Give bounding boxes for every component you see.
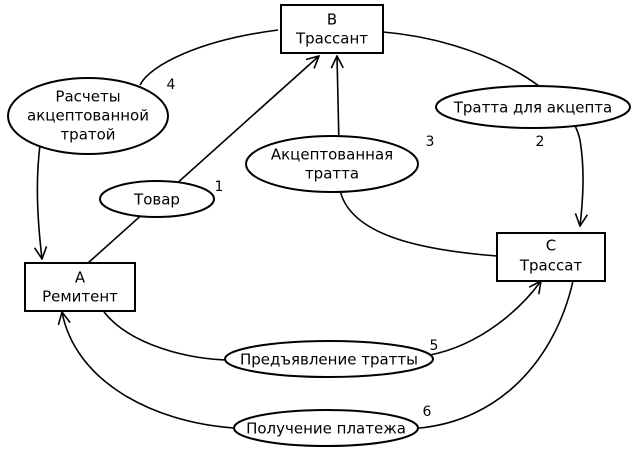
label-text-line-2: тратта (305, 165, 359, 183)
label-poluchenie: Получение платежа 6 (233, 404, 432, 447)
node-letter: B (327, 11, 337, 29)
label-oval (7, 77, 169, 155)
node-letter: A (75, 269, 86, 287)
label-text: Предъявление тратты (240, 351, 418, 369)
step-number: 6 (423, 404, 432, 420)
arrow-a-to-c (103, 281, 541, 361)
node-letter: C (546, 237, 556, 255)
label-text-line-1: Акцептованная (271, 146, 393, 164)
label-akceptovannaya-tratta: Акцептованная тратта 3 (245, 134, 435, 193)
label-text: Тратта для акцепта (453, 99, 613, 117)
step-number: 3 (426, 134, 435, 150)
step-number: 2 (536, 134, 545, 150)
arrow-a-to-b (87, 56, 319, 264)
label-oval (245, 135, 419, 193)
label-text: Получение платежа (246, 420, 406, 438)
arrow-b-to-c (382, 31, 583, 226)
step-number: 4 (167, 77, 176, 93)
label-tovar: Товар 1 (99, 179, 224, 218)
label-text-line-1: Расчеты (55, 88, 120, 106)
step-number: 5 (430, 338, 439, 354)
arrow-b-to-a (37, 29, 279, 259)
arrow-c-to-b (337, 56, 498, 257)
node-c-trassat: C Трассат (496, 232, 606, 282)
label-oval (233, 409, 419, 447)
step-number: 1 (215, 179, 224, 195)
node-a-remitent: A Ремитент (24, 262, 136, 312)
label-predyavlenie: Предъявление тратты 5 (224, 338, 439, 378)
label-text: Товар (133, 191, 180, 209)
label-text-line-3: тратой (60, 126, 115, 144)
node-box (496, 232, 606, 282)
node-title: Трассант (295, 30, 368, 48)
label-tratta-dlya-akcepta: Тратта для акцепта 2 (435, 85, 631, 150)
label-raschety: Расчеты акцептованной тратой 4 (7, 77, 176, 155)
node-box (24, 262, 136, 312)
node-title: Трассат (519, 257, 583, 275)
node-title: Ремитент (42, 288, 118, 306)
label-oval (435, 85, 631, 129)
node-b-trassant: B Трассант (280, 4, 384, 54)
label-oval (224, 340, 434, 378)
label-text-line-2: акцептованной (27, 107, 149, 125)
node-box (280, 4, 384, 54)
connections (37, 29, 583, 429)
label-oval (99, 180, 215, 218)
